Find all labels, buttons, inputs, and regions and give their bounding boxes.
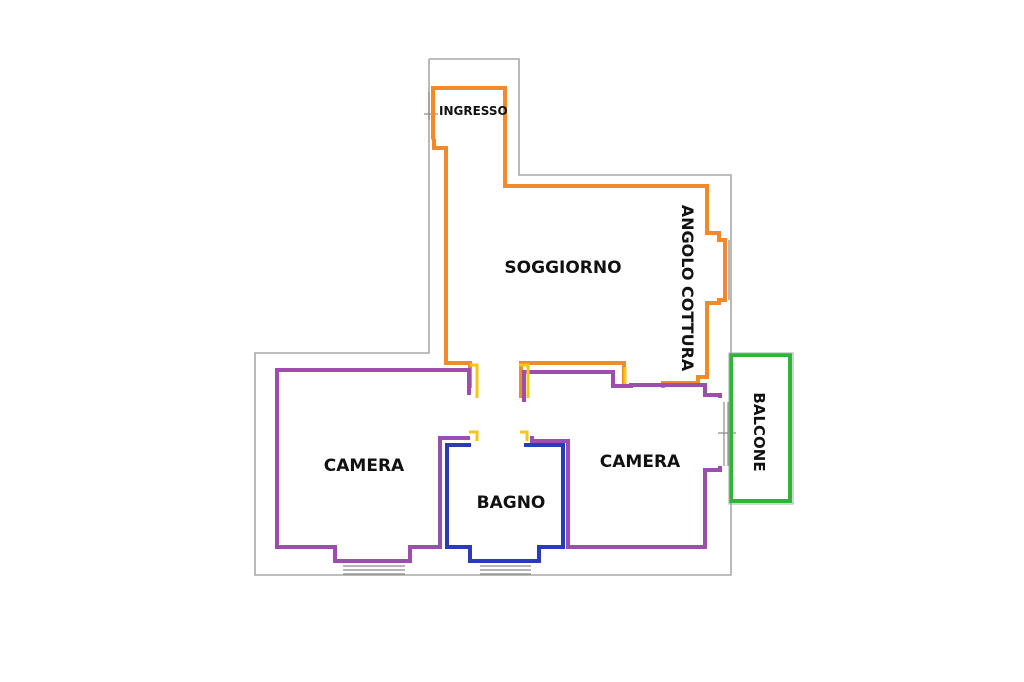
outer-walls [254, 58, 732, 576]
bagno-walls [445, 443, 565, 563]
living-wall-left [431, 86, 727, 388]
label-soggiorno: SOGGIORNO [504, 258, 621, 278]
balcone-outline [729, 353, 792, 503]
label-camera-right: CAMERA [600, 452, 681, 472]
camera-right-walls [522, 370, 722, 402]
bottom-window-bagno [480, 565, 531, 575]
balcony-outer [728, 352, 794, 505]
label-balcone: BALCONE [750, 392, 768, 471]
outer-wall-line [254, 58, 732, 576]
label-angolo-cottura: ANGOLO COTTURA [678, 205, 697, 372]
label-camera-left: CAMERA [324, 456, 405, 476]
bedroom-walls [275, 368, 722, 563]
door-jambs [469, 363, 627, 441]
balcony-door [718, 402, 736, 466]
label-ingresso: INGRESSO [439, 104, 508, 118]
camera-right-walls-b [530, 436, 722, 549]
bathroom-walls [445, 443, 565, 563]
camera-left-walls [275, 368, 471, 563]
bottom-window-left [343, 565, 405, 575]
balcony-walls [729, 353, 792, 503]
label-bagno: BAGNO [477, 493, 546, 513]
living-wall-middle [519, 361, 626, 398]
